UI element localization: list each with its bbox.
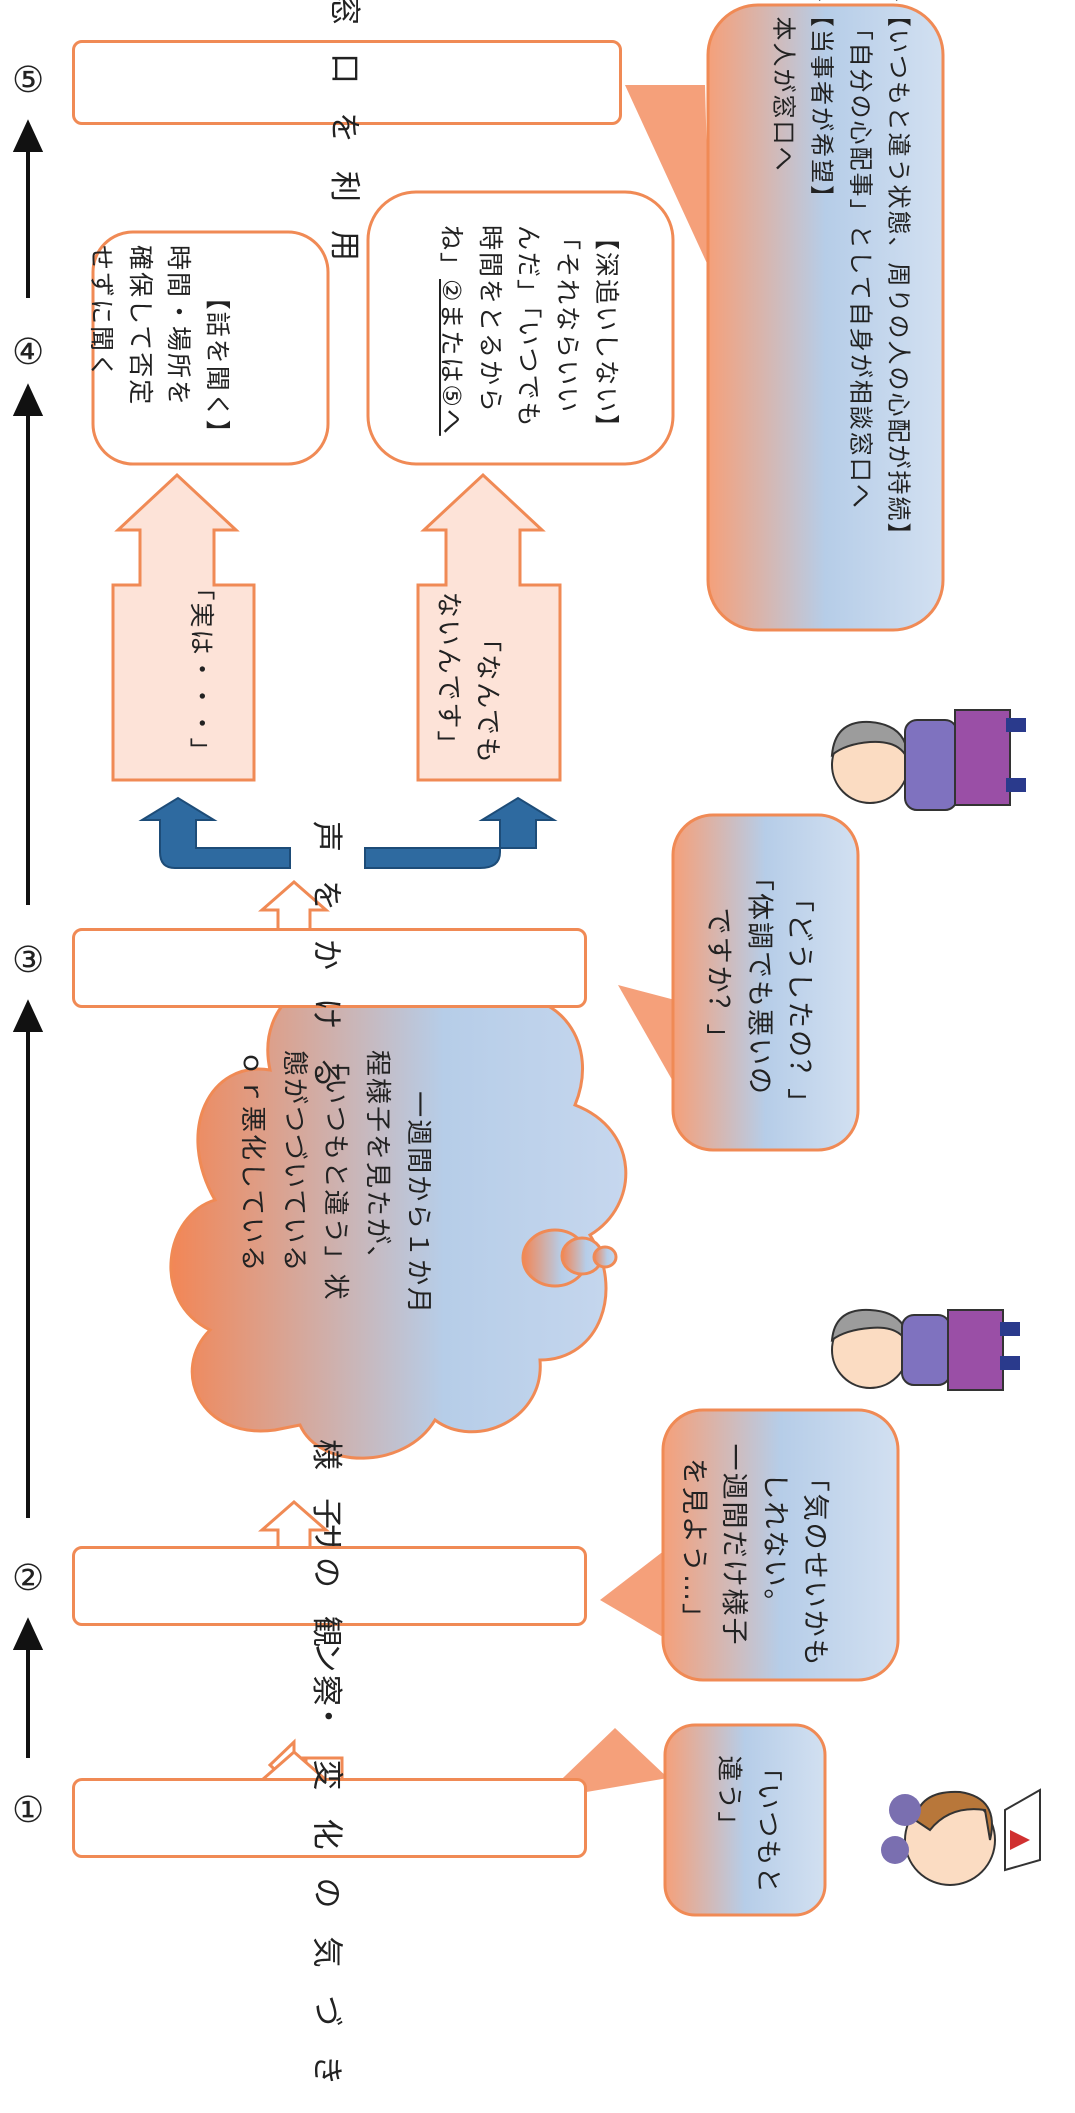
step5-note: ◆【いつもと違う状態、周りの人の心配が持続】 「自分の心配事」として自身が相談窓…: [769, 0, 913, 549]
branch-arrows: [138, 796, 558, 869]
speech-bubble-2: [600, 1408, 900, 1682]
step4-no-push-text: 【深追いしない】 「それならいい んだ」「いつでも 時間をとるから ね」②または…: [437, 225, 621, 442]
thought-text: 一週間から１か月 程様子を見たが、 「いつもと違う」状 態がつづいている ｏｒ悪…: [237, 1050, 434, 1316]
goto-link: ②または⑤へ: [437, 279, 466, 436]
step-box-5: 相談窓口を利用: [72, 0, 622, 289]
woman-worried-avatar: [881, 1788, 1041, 1886]
response-boxes: [111, 472, 562, 782]
step4-listen-text: 【話を聞く】 時間・場所を 確保して否定 せずに聞く: [87, 245, 233, 447]
step-label-2: 様子の観察: [308, 1438, 344, 1734]
diagram-graphics: [12, 3, 1041, 1917]
elderly-woman-2: [830, 709, 1026, 811]
step-label-5: 相談窓口を利用: [325, 0, 362, 289]
step-number-2: ②: [12, 1558, 45, 1599]
speech-text-1: 「いつもと 違う」: [713, 1755, 783, 1895]
speech-text-2: 「気のせいかも しれない。 一週間だけ様子 を見よう…」: [678, 1443, 831, 1668]
step-box-1: サイン・変化の気づき: [72, 1523, 587, 2113]
step-box-3: 声をかける: [72, 821, 587, 1116]
step-box-2: 様子の観察: [72, 1439, 587, 1734]
elderly-woman-1: [830, 1308, 1020, 1391]
response-no: 「なんでも ないんです」: [433, 591, 502, 765]
speech-bubble-3: [618, 813, 860, 1152]
timeline-arrows: [12, 119, 44, 1758]
flow-diagram: ① ② ③ ④ ⑤ サイン・変化の気づき 様子の観察 声をかける 相談窓口を利用…: [12, 0, 1041, 2113]
speech-bubble-5: [625, 3, 945, 632]
step-number-3: ③: [12, 940, 45, 981]
step-number-4: ④: [12, 332, 45, 373]
speech-text-3: 「どうしたの？」 「体調でも悪いの ですか？」: [703, 864, 815, 1118]
step-number-1: ①: [12, 1790, 45, 1831]
response-yes: 「実は・・・」: [187, 575, 216, 765]
step-number-5: ⑤: [12, 60, 45, 101]
